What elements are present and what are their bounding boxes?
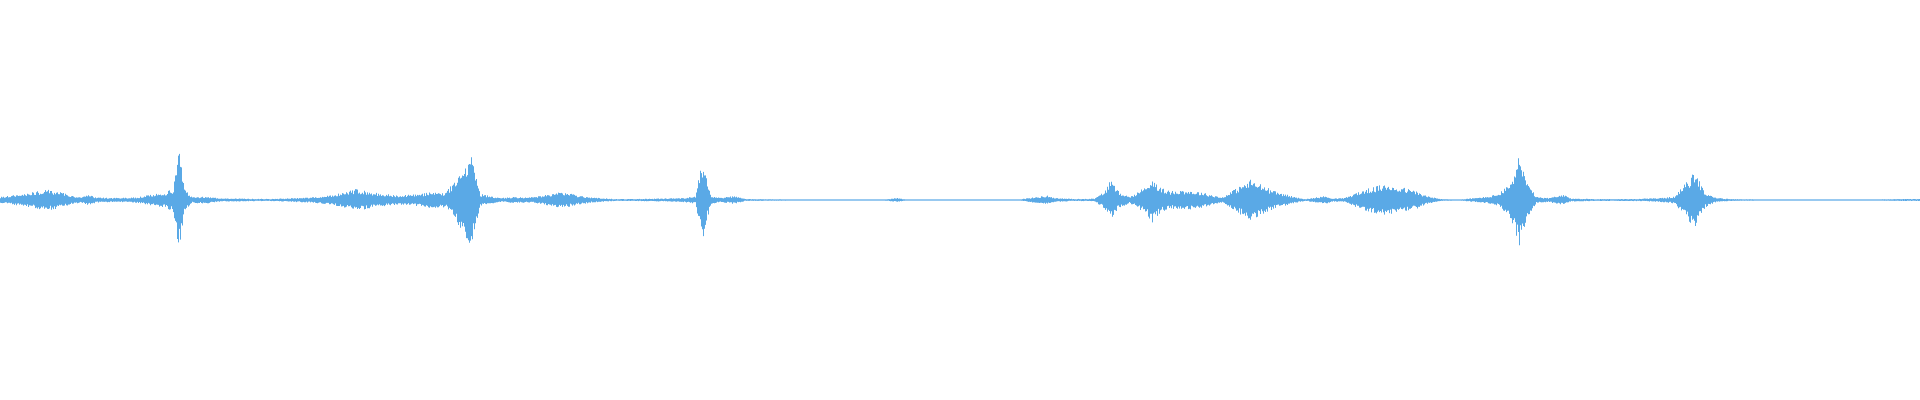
waveform-peaks <box>0 153 1920 246</box>
waveform-peak-path <box>0 153 1920 246</box>
